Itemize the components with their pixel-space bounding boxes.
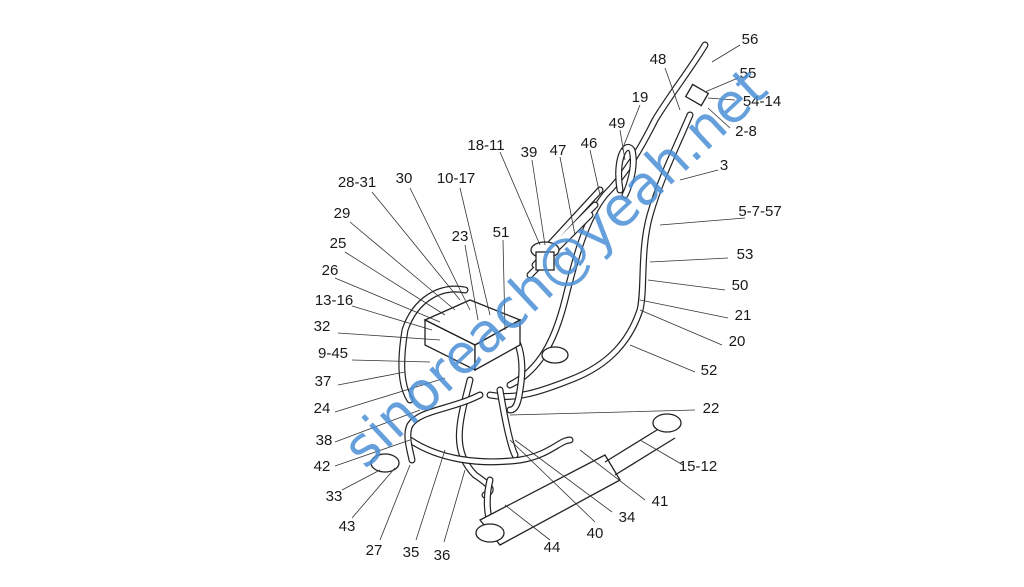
- part-label: 29: [334, 205, 351, 222]
- part-label: 13-16: [315, 292, 353, 309]
- part-label: 9-45: [318, 345, 348, 362]
- part-label: 34: [619, 509, 636, 526]
- part-label: 51: [493, 224, 510, 241]
- part-label: 18-11: [467, 137, 504, 154]
- part-label: 52: [701, 362, 718, 379]
- part-label: 36: [434, 547, 451, 564]
- part-label: 32: [314, 318, 331, 335]
- part-label: 3: [720, 157, 728, 174]
- part-label: 49: [609, 115, 626, 132]
- part-labels: 56 48 55 54-14 2-8 19 49 3 18-11 39 47 4…: [314, 31, 782, 564]
- part-label: 42: [314, 458, 331, 475]
- valve-block: [423, 299, 522, 372]
- part-label: 56: [742, 31, 759, 48]
- part-label: 39: [521, 144, 538, 161]
- part-label: 28-31: [338, 174, 376, 191]
- part-label: 2-8: [735, 123, 757, 140]
- part-label: 24: [314, 400, 331, 417]
- part-label: 47: [550, 142, 567, 159]
- part-label: 48: [650, 51, 667, 68]
- part-label: 35: [403, 544, 420, 561]
- part-label: 10-17: [437, 170, 475, 187]
- part-label: 40: [587, 525, 604, 542]
- part-label: 26: [322, 262, 339, 279]
- part-label: 38: [316, 432, 333, 449]
- part-label: 5-7-57: [738, 203, 781, 220]
- hose-drawing: [398, 41, 709, 529]
- part-label: 27: [366, 542, 383, 559]
- part-label: 55: [740, 65, 757, 82]
- part-label: 46: [581, 135, 598, 152]
- part-label: 41: [652, 493, 669, 510]
- part-label: 19: [632, 89, 649, 106]
- part-label: 50: [732, 277, 749, 294]
- part-label: 43: [339, 518, 356, 535]
- part-label: 21: [735, 307, 752, 324]
- part-label: 37: [315, 373, 332, 390]
- part-label: 22: [703, 400, 720, 417]
- filter-canister: [530, 241, 560, 271]
- part-label: 20: [729, 333, 746, 350]
- part-label: 44: [544, 539, 561, 556]
- part-label: 53: [737, 246, 754, 263]
- leader-lines: [334, 44, 746, 543]
- part-label: 33: [326, 488, 343, 505]
- hydraulic-cylinder-right: [475, 413, 682, 546]
- part-label: 25: [330, 235, 347, 252]
- part-label: 30: [396, 170, 413, 187]
- top-fitting: [684, 83, 710, 107]
- part-label: 23: [452, 228, 469, 245]
- part-label: 15-12: [679, 458, 717, 475]
- hydraulic-cylinder-left: [370, 346, 569, 473]
- part-label: 54-14: [743, 93, 781, 110]
